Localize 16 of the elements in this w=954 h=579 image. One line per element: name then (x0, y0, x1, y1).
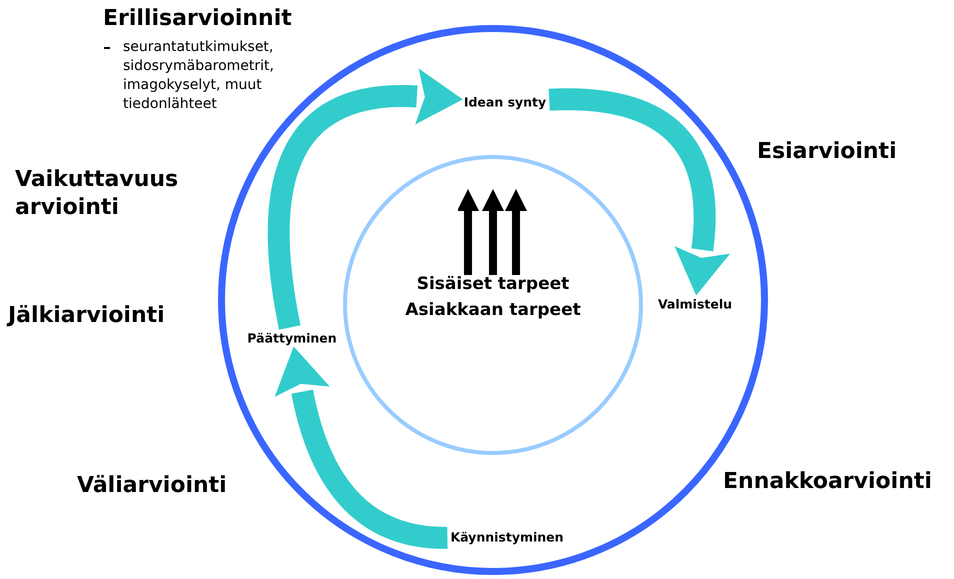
curved-arrow (549, 88, 730, 296)
evaluation-label: Ennakkoarviointi (723, 468, 933, 496)
stage-label: Idean synty (464, 94, 546, 110)
center-text: Asiakkaan tarpeet (404, 299, 582, 322)
evaluation-label: Esiarviointi (757, 138, 898, 166)
evaluation-label: Väliarviointi (77, 472, 228, 500)
stage-label: Valmistelu (658, 296, 732, 312)
list-text: seurantatutkimukset, sidosrymäbarometrit, imagokyselyt, muut tiedonlähteet (123, 38, 275, 114)
evaluation-label: Jälkiarviointi (8, 302, 166, 330)
heading: Erillisarvioinnit (103, 5, 293, 33)
inner-circle (343, 155, 643, 455)
curved-arrow (268, 68, 463, 330)
evaluation-label: Vaikuttavuus arviointi (15, 166, 180, 222)
stage-label: Käynnistyminen (450, 530, 564, 544)
center-text: Sisäiset tarpeet (416, 273, 570, 296)
stage-label: Päättyminen (247, 330, 337, 346)
